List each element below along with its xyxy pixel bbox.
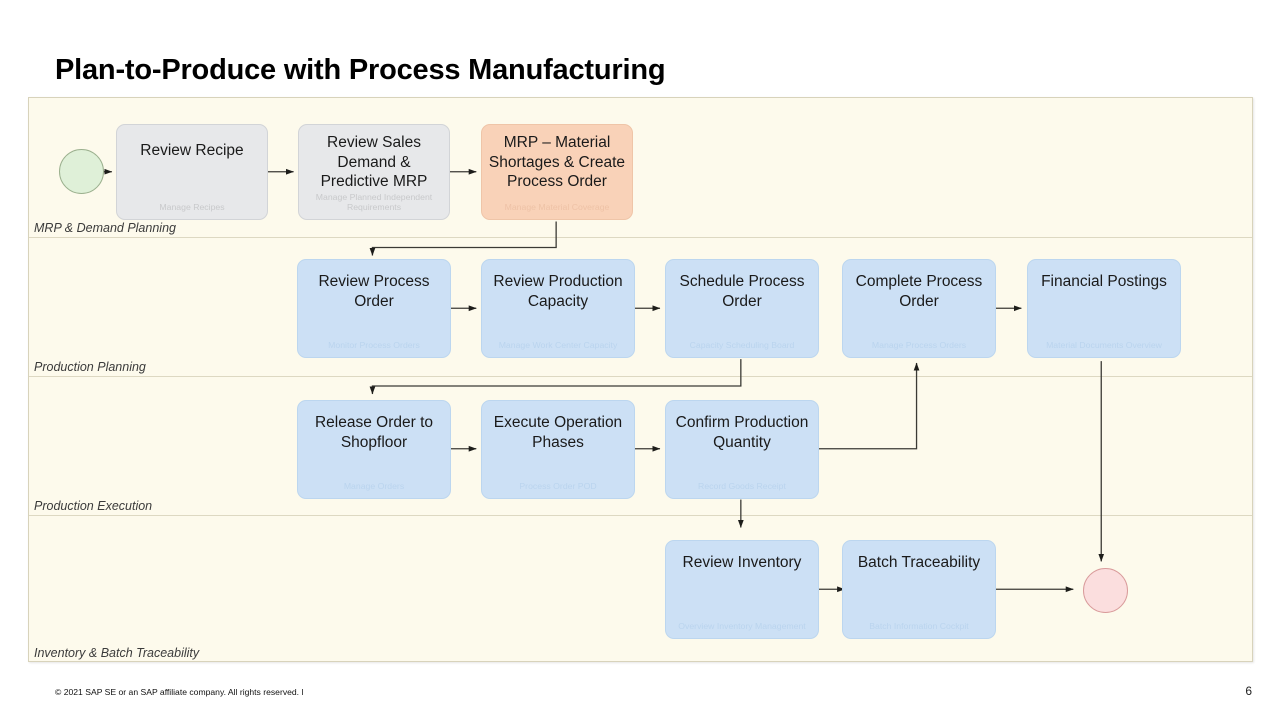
node-app-label: Capacity Scheduling Board [689, 340, 795, 350]
swimlane-inventory-batch-traceability: Inventory & Batch Traceability [29, 516, 1252, 662]
swimlane-label-production-execution: Production Execution [34, 499, 153, 513]
page-number: 6 [1245, 684, 1252, 698]
node-title: Execute Operation Phases [493, 414, 623, 451]
node-app-label: Record Goods Receipt [698, 481, 786, 491]
node-app-label: Overview Inventory Management [678, 621, 806, 631]
node-title: Release Order to Shopfloor [314, 414, 434, 451]
node-app-label: Manage Orders [343, 481, 405, 491]
footer-copyright: © 2021 SAP SE or an SAP affiliate compan… [55, 687, 304, 697]
node-review-sales-demand-predictive-mrp[interactable]: Review Sales Demand & Predictive MRP Man… [298, 124, 450, 220]
node-title: Batch Traceability [857, 554, 981, 571]
node-app-label: Manage Process Orders [871, 340, 967, 350]
start-event[interactable] [59, 149, 104, 194]
node-batch-traceability[interactable]: Batch Traceability Batch Information Coc… [842, 540, 996, 639]
node-app-label: Manage Work Center Capacity [498, 340, 618, 350]
node-title: Complete Process Order [855, 273, 983, 310]
node-title: Review Process Order [318, 273, 430, 310]
swimlane-label-mrp-demand-planning: MRP & Demand Planning [34, 221, 176, 235]
node-title: Review Production Capacity [493, 273, 623, 310]
node-title: Review Sales Demand & Predictive MRP [320, 134, 428, 190]
node-confirm-production-quantity[interactable]: Confirm Production Quantity Record Goods… [665, 400, 819, 499]
node-title: Schedule Process Order [679, 273, 805, 310]
node-mrp-material-shortages-create-process-order[interactable]: MRP – Material Shortages & Create Proces… [481, 124, 633, 220]
node-title: Review Inventory [682, 554, 802, 571]
node-review-inventory[interactable]: Review Inventory Overview Inventory Mana… [665, 540, 819, 639]
swimlane-production-execution: Production Execution [29, 377, 1252, 516]
node-title: Financial Postings [1041, 273, 1167, 290]
node-app-label: Monitor Process Orders [328, 340, 420, 350]
node-app-label: Manage Material Coverage [504, 202, 610, 212]
page-title: Plan-to-Produce with Process Manufacturi… [55, 54, 666, 86]
node-review-recipe[interactable]: Review Recipe Manage Recipes [116, 124, 268, 220]
node-app-label: Manage Recipes [159, 202, 225, 212]
swimlane-label-inventory-batch-traceability: Inventory & Batch Traceability [34, 646, 200, 660]
swimlane-mrp-demand-planning: MRP & Demand Planning [29, 98, 1252, 238]
node-financial-postings[interactable]: Financial Postings Material Documents Ov… [1027, 259, 1181, 358]
node-app-label: Manage Planned Independent Requirements [315, 192, 433, 212]
node-schedule-process-order[interactable]: Schedule Process Order Capacity Scheduli… [665, 259, 819, 358]
node-title: MRP – Material Shortages & Create Proces… [488, 134, 626, 190]
node-complete-process-order[interactable]: Complete Process Order Manage Process Or… [842, 259, 996, 358]
node-app-label: Material Documents Overview [1046, 340, 1162, 350]
node-app-label: Batch Information Cockpit [869, 621, 969, 631]
swimlane-label-production-planning: Production Planning [34, 360, 146, 374]
end-event[interactable] [1083, 568, 1128, 613]
process-diagram-canvas: MRP & Demand Planning Production Plannin… [28, 97, 1253, 662]
node-review-production-capacity[interactable]: Review Production Capacity Manage Work C… [481, 259, 635, 358]
node-release-order-to-shopfloor[interactable]: Release Order to Shopfloor Manage Orders [297, 400, 451, 499]
node-title: Review Recipe [140, 142, 244, 159]
node-title: Confirm Production Quantity [675, 414, 809, 451]
node-app-label: Process Order POD [519, 481, 597, 491]
node-review-process-order[interactable]: Review Process Order Monitor Process Ord… [297, 259, 451, 358]
node-execute-operation-phases[interactable]: Execute Operation Phases Process Order P… [481, 400, 635, 499]
